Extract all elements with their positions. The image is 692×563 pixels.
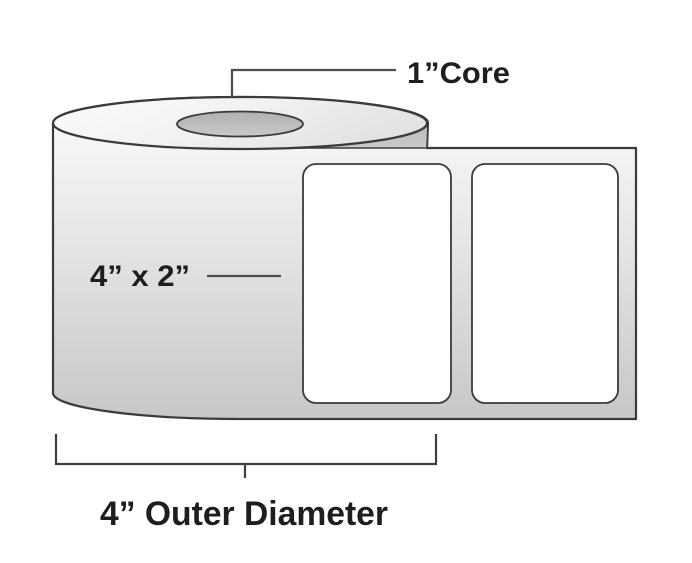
label-size-label: 4” x 2” [90,260,190,293]
outer-diameter-bracket [54,434,438,478]
outer-diameter-label: 4” Outer Diameter [100,495,388,533]
label-blank-1 [302,163,452,404]
core-leader-line [230,68,396,97]
label-blank-2 [471,163,619,404]
core-size-label: 1”Core [407,57,510,90]
roll-core [176,110,304,138]
